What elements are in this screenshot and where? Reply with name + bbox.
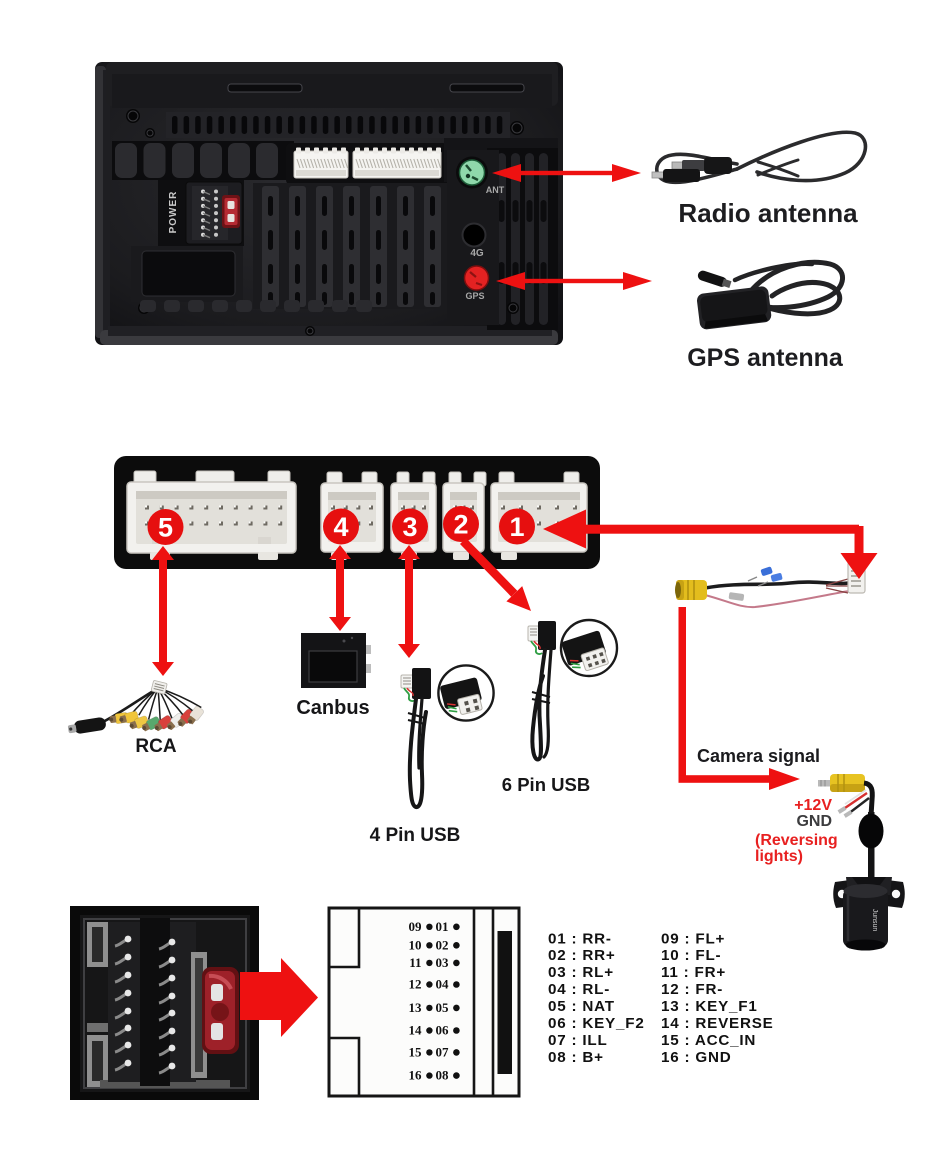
svg-text:GPS antenna: GPS antenna	[687, 344, 844, 372]
svg-text:04: 04	[436, 977, 450, 992]
svg-text:15: 15	[409, 1045, 423, 1060]
svg-text:01: 01	[436, 919, 449, 934]
svg-text:POWER: POWER	[168, 191, 179, 234]
svg-text:09: 09	[409, 919, 423, 934]
svg-text:5: 5	[158, 513, 173, 543]
svg-text:GND: GND	[796, 813, 832, 830]
svg-text:01 : RR-: 01 : RR-	[548, 930, 612, 947]
svg-text:3: 3	[402, 512, 417, 542]
svg-text:02 : RR+: 02 : RR+	[548, 947, 616, 964]
svg-text:08: 08	[436, 1068, 450, 1083]
svg-text:11 : FR+: 11 : FR+	[661, 964, 726, 981]
svg-text:(Reversing: (Reversing	[755, 832, 838, 849]
svg-text:16: 16	[409, 1068, 423, 1083]
svg-text:Radio antenna: Radio antenna	[678, 198, 858, 228]
svg-text:1: 1	[509, 512, 524, 542]
svg-text:15 : ACC_IN: 15 : ACC_IN	[661, 1032, 756, 1049]
svg-text:10: 10	[409, 937, 422, 952]
svg-text:06: 06	[436, 1023, 450, 1038]
svg-text:03 : RL+: 03 : RL+	[548, 964, 614, 981]
svg-text:07: 07	[436, 1045, 450, 1060]
svg-text:Junsun: Junsun	[871, 909, 878, 932]
svg-text:ANT: ANT	[486, 185, 505, 195]
svg-text:lights): lights)	[755, 848, 803, 865]
svg-text:12: 12	[409, 977, 422, 992]
svg-text:11: 11	[409, 955, 421, 970]
svg-text:RCA: RCA	[135, 736, 176, 757]
svg-text:05 : NAT: 05 : NAT	[548, 998, 615, 1015]
svg-text:2: 2	[453, 510, 468, 540]
svg-text:05: 05	[436, 1000, 450, 1015]
svg-text:Canbus: Canbus	[296, 697, 369, 719]
svg-text:Camera signal: Camera signal	[697, 746, 820, 766]
svg-text:06 : KEY_F2: 06 : KEY_F2	[548, 1015, 645, 1032]
svg-text:12 : FR-: 12 : FR-	[661, 981, 723, 998]
svg-text:13: 13	[409, 1000, 423, 1015]
svg-text:10 : FL-: 10 : FL-	[661, 947, 721, 964]
svg-text:14: 14	[409, 1023, 423, 1038]
svg-text:GPS: GPS	[465, 291, 484, 301]
svg-text:13 : KEY_F1: 13 : KEY_F1	[661, 998, 758, 1015]
svg-text:6 Pin USB: 6 Pin USB	[502, 774, 590, 795]
svg-text:07 : ILL: 07 : ILL	[548, 1032, 608, 1049]
svg-text:+12V: +12V	[794, 797, 832, 814]
svg-text:14 : REVERSE: 14 : REVERSE	[661, 1015, 774, 1032]
svg-text:16 : GND: 16 : GND	[661, 1049, 732, 1066]
svg-text:4 Pin USB: 4 Pin USB	[370, 825, 461, 846]
svg-text:04 : RL-: 04 : RL-	[548, 981, 610, 998]
svg-text:4: 4	[333, 512, 348, 542]
svg-text:02: 02	[436, 937, 449, 952]
svg-text:09 : FL+: 09 : FL+	[661, 930, 725, 947]
svg-text:4G: 4G	[470, 248, 484, 259]
svg-text:03: 03	[436, 955, 450, 970]
svg-text:08 : B+: 08 : B+	[548, 1049, 604, 1066]
